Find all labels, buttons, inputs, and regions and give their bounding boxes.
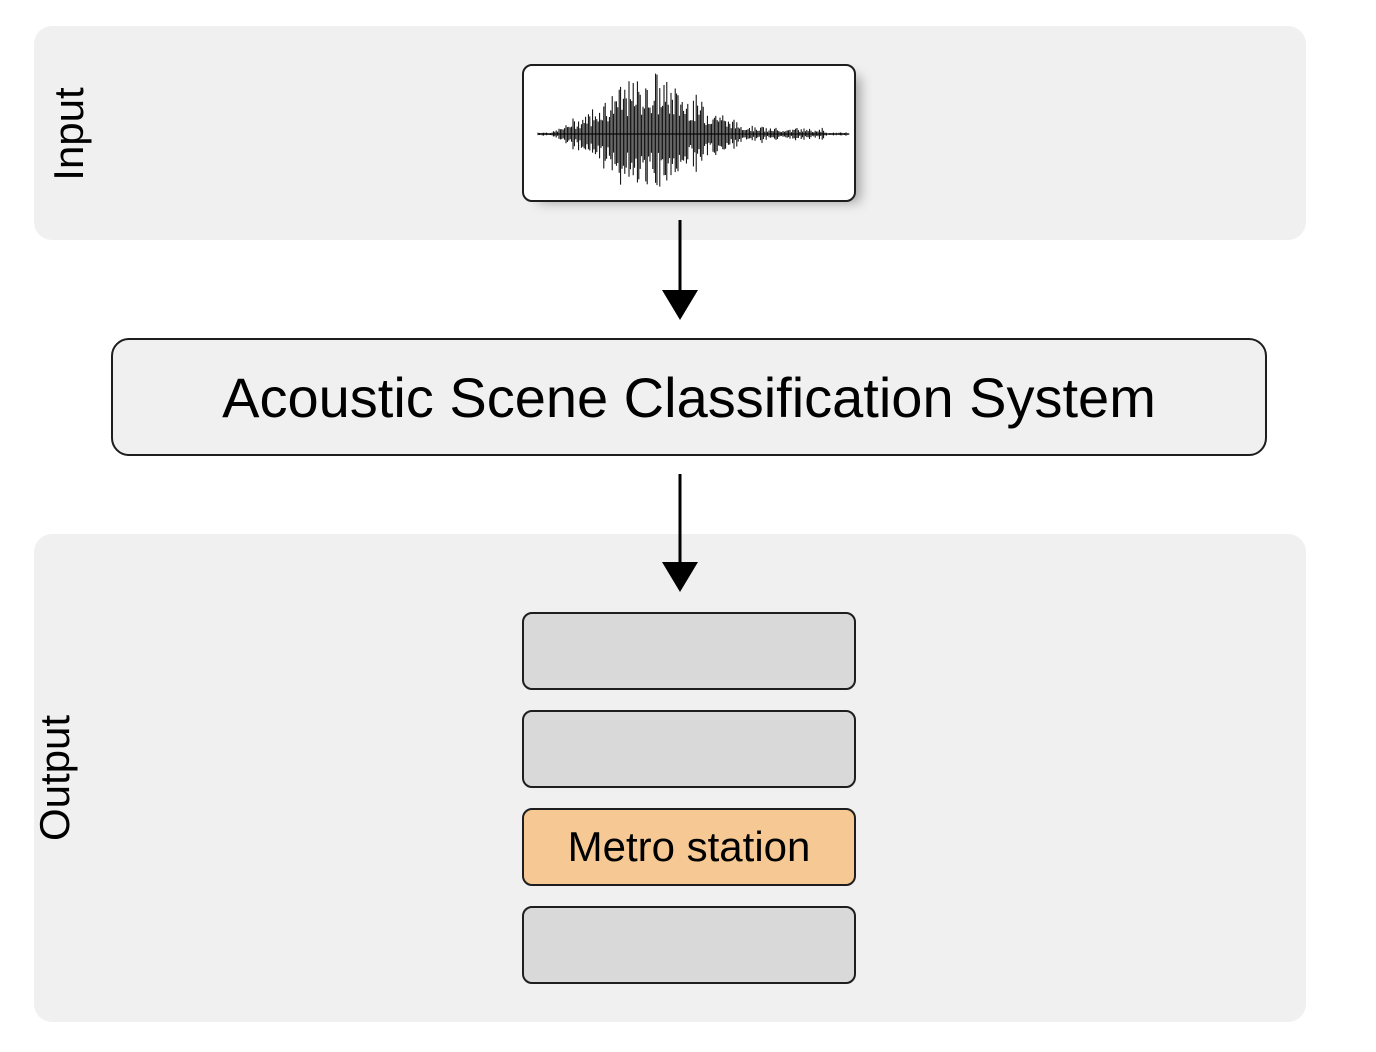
classification-system-box: Acoustic Scene Classification System	[111, 338, 1267, 456]
class-box-2	[522, 710, 856, 788]
output-panel-label: Output	[31, 714, 78, 842]
class-box-4	[522, 906, 856, 984]
audio-waveform-box	[522, 64, 856, 202]
input-panel-label: Input	[45, 87, 92, 181]
class-box-metro-station: Metro station	[522, 808, 856, 886]
class-box-1	[522, 612, 856, 690]
audio-waveform-icon	[537, 73, 850, 187]
